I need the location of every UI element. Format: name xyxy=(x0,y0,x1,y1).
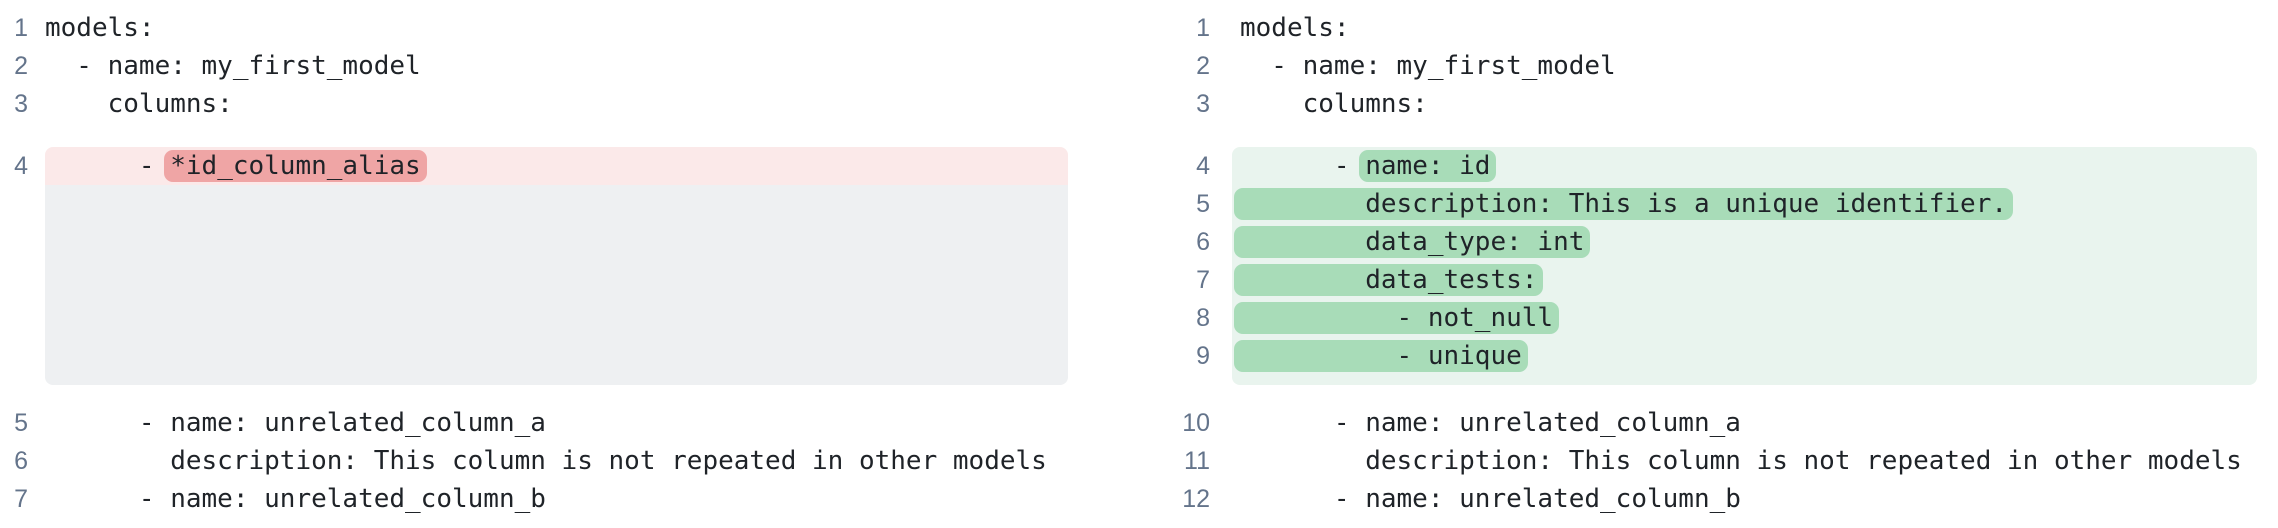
line-number: 7 xyxy=(14,485,28,513)
line-number: 5 xyxy=(14,409,28,437)
line-number: 5 xyxy=(1196,190,1210,218)
added-code-line: 6 data_type: int xyxy=(1139,223,2278,261)
removed-text-highlight: *id_column_alias xyxy=(164,150,427,182)
line-number: 4 xyxy=(1196,152,1210,180)
code-text: data_tests: xyxy=(1210,261,1544,299)
added-code-line: 8 - not_null xyxy=(1139,299,2278,337)
added-code-line: 9 - unique xyxy=(1139,337,2278,375)
line-number: 6 xyxy=(1196,228,1210,256)
code-text: models: xyxy=(45,13,155,43)
code-text: - name: id xyxy=(1210,147,1497,185)
added-text-highlight: name: id xyxy=(1359,150,1497,182)
code-line: 5 - name: unrelated_column_a xyxy=(0,404,1139,442)
code-line: 7 - name: unrelated_column_b xyxy=(0,480,1139,518)
code-text: - *id_column_alias xyxy=(28,147,427,185)
code-text: - name: my_first_model xyxy=(1240,51,1616,81)
line-number: 1 xyxy=(14,14,28,42)
code-text: columns: xyxy=(1240,89,1428,119)
line-number: 10 xyxy=(1182,409,1210,437)
code-line: 2 - name: my_first_model xyxy=(1139,47,2278,85)
code-line: 12 - name: unrelated_column_b xyxy=(1139,480,2278,518)
added-text-highlight: data_type: int xyxy=(1234,226,1591,258)
code-text: - name: unrelated_column_a xyxy=(45,408,546,438)
code-text: description: This column is not repeated… xyxy=(1240,446,2242,476)
code-text: columns: xyxy=(45,89,233,119)
code-text: - unique xyxy=(1210,337,1528,375)
line-number: 8 xyxy=(1196,304,1210,332)
code-text: - name: unrelated_column_b xyxy=(1240,484,1741,514)
code-line: 3 columns: xyxy=(1139,85,2278,123)
code-line: 3 columns: xyxy=(0,85,1139,123)
diff-left-pane-original: 1 models: 2 - name: my_first_model 3 col… xyxy=(0,9,1139,518)
line-number: 9 xyxy=(1196,342,1210,370)
added-code-line: 4 - name: id xyxy=(1139,147,2278,185)
code-text: models: xyxy=(1240,13,1350,43)
line-number: 6 xyxy=(14,447,28,475)
code-text: - name: my_first_model xyxy=(45,51,421,81)
added-text-highlight: - not_null xyxy=(1234,302,1560,334)
line-number: 2 xyxy=(1196,52,1210,80)
code-text: - name: unrelated_column_b xyxy=(45,484,546,514)
code-text: description: This column is not repeated… xyxy=(45,446,1047,476)
added-text-highlight: - unique xyxy=(1234,340,1528,372)
code-prefix: - xyxy=(1240,151,1366,181)
code-line: 6 description: This column is not repeat… xyxy=(0,442,1139,480)
line-number: 1 xyxy=(1196,14,1210,42)
added-text-highlight: data_tests: xyxy=(1234,264,1544,296)
code-text: - not_null xyxy=(1210,299,1560,337)
added-code-line: 7 data_tests: xyxy=(1139,261,2278,299)
code-line: 10 - name: unrelated_column_a xyxy=(1139,404,2278,442)
removed-code-line: 4 - *id_column_alias xyxy=(0,147,1139,185)
removed-filler-block xyxy=(45,185,1068,385)
line-number: 2 xyxy=(14,52,28,80)
line-number: 3 xyxy=(1196,90,1210,118)
added-text-highlight: description: This is a unique identifier… xyxy=(1234,188,2014,220)
line-number: 11 xyxy=(1184,447,1210,475)
code-line: 2 - name: my_first_model xyxy=(0,47,1139,85)
line-number: 3 xyxy=(14,90,28,118)
code-line: 1 models: xyxy=(1139,9,2278,47)
code-line: 11 description: This column is not repea… xyxy=(1139,442,2278,480)
added-code-line: 5 description: This is a unique identifi… xyxy=(1139,185,2278,223)
line-number: 7 xyxy=(1196,266,1210,294)
line-number: 12 xyxy=(1182,485,1210,513)
code-text: - name: unrelated_column_a xyxy=(1240,408,1741,438)
code-prefix: - xyxy=(45,151,171,181)
code-line: 1 models: xyxy=(0,9,1139,47)
code-text: description: This is a unique identifier… xyxy=(1210,185,2014,223)
code-text: data_type: int xyxy=(1210,223,1591,261)
diff-right-pane-updated: 1 models: 2 - name: my_first_model 3 col… xyxy=(1139,0,2278,528)
line-number: 4 xyxy=(14,152,28,180)
